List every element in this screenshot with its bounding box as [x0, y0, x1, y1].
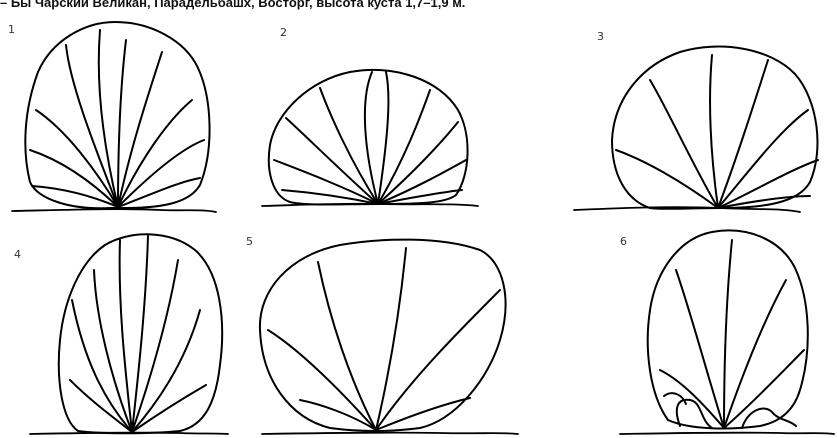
bush-branches	[30, 30, 204, 207]
bush-shape-2: 2	[262, 26, 478, 206]
panel-number: 1	[8, 23, 15, 36]
panel-number: 3	[597, 30, 604, 43]
bush-crown-outline	[269, 70, 468, 205]
bush-shape-6: 6	[620, 231, 834, 435]
bush-branches	[70, 236, 206, 432]
bush-crown-outline	[648, 231, 808, 429]
bush-shape-4: 4	[14, 234, 228, 434]
panel-number: 6	[620, 235, 627, 248]
bush-branches	[660, 240, 804, 428]
bush-branches	[274, 72, 466, 204]
bush-shape-5: 5	[246, 235, 518, 434]
ground-line	[620, 433, 834, 434]
ground-line	[262, 433, 518, 434]
bush-branches	[268, 248, 500, 430]
bush-shape-3: 3	[574, 30, 818, 212]
bush-shape-1: 1	[8, 22, 216, 212]
bush-branches	[616, 55, 818, 208]
bush-crown-outline	[59, 234, 222, 433]
panel-number: 2	[280, 26, 287, 39]
panel-number: 4	[14, 248, 21, 261]
panel-number: 5	[246, 235, 253, 248]
ground-line	[12, 209, 216, 212]
